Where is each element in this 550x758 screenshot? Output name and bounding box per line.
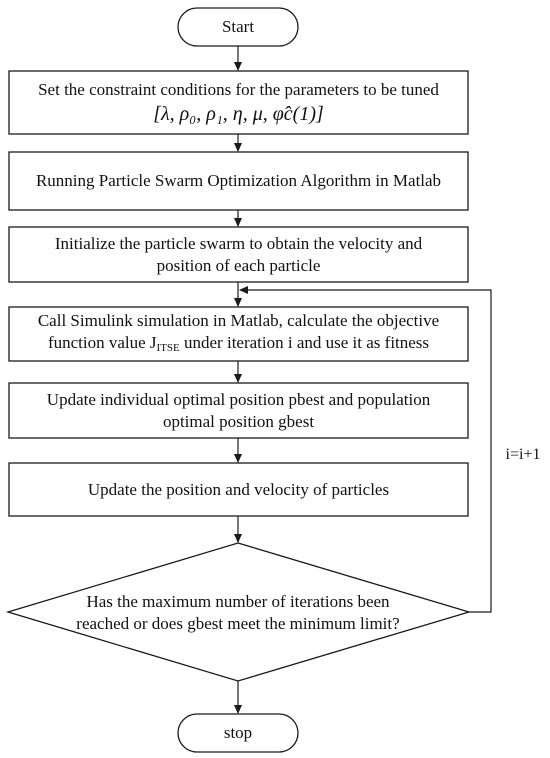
stop-label: stop <box>223 723 253 742</box>
simulink-line2-suffix: under iteration i and use it as fitness <box>179 332 430 352</box>
stop-terminator <box>177 713 299 753</box>
update-best-box <box>8 382 469 439</box>
update-particles-text: Update the position and velocity of part… <box>87 479 390 499</box>
initialize-text: Initialize the particle swarm to obtain … <box>9 227 468 282</box>
run-pso-box <box>8 151 469 211</box>
update-best-text: Update individual optimal position pbest… <box>9 383 468 438</box>
constraints-line1: Set the constraint conditions for the pa… <box>38 79 439 99</box>
constraints-parameters: [λ, ρ₀, ρ₁, η, μ, φ̂c(1)] <box>153 102 324 125</box>
jitse-subscript: ITSE <box>156 341 180 354</box>
start-label: Start <box>221 17 255 36</box>
update-best-line2: optimal position gbest <box>162 411 315 431</box>
decision-line1: Has the maximum number of iterations bee… <box>86 592 390 611</box>
run-pso-text: Running Particle Swarm Optimization Algo… <box>35 171 442 190</box>
simulink-text: Call Simulink simulation in Matlab, calc… <box>9 307 468 361</box>
update-best-line1: Update individual optimal position pbest… <box>46 389 431 409</box>
simulink-box <box>8 306 469 362</box>
decision-text: Has the maximum number of iterations bee… <box>20 590 456 636</box>
loop-back-connector <box>239 286 492 613</box>
initialize-box <box>8 226 469 283</box>
loop-label: i=i+1 <box>505 446 541 463</box>
simulink-line1: Call Simulink simulation in Matlab, calc… <box>37 310 440 330</box>
update-particles-box <box>8 462 469 517</box>
simulink-line2: function value JITSE under iteration i a… <box>48 332 429 359</box>
simulink-line2-prefix: function value J <box>47 332 157 352</box>
initialize-line1: Initialize the particle swarm to obtain … <box>54 233 423 253</box>
constraints-text: Set the constraint conditions for the pa… <box>9 71 468 134</box>
initialize-line2: position of each particle <box>156 255 321 275</box>
decision-line2: reached or does gbest meet the minimum l… <box>76 614 400 633</box>
